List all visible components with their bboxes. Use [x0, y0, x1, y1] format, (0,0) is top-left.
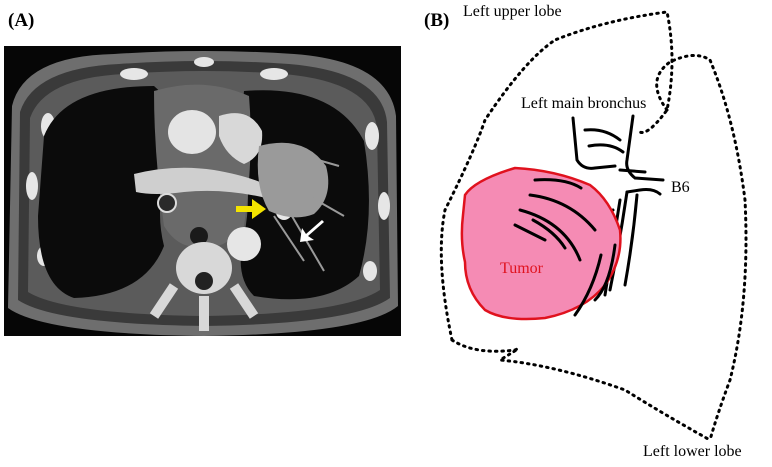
lung-outline [439, 10, 674, 342]
lower-lobe-label: Left lower lobe [643, 443, 742, 460]
yellow-arrow-icon [236, 199, 266, 219]
lung-schematic-diagram: Left upper lobe Left main bronchus B6 Tu… [405, 0, 772, 462]
segment-b6-label: B6 [671, 179, 690, 196]
tumor-label: Tumor [500, 260, 544, 277]
white-arrow-icon [300, 220, 324, 242]
panel-b-label: (B) [424, 10, 450, 31]
upper-lobe-label: Left upper lobe [463, 3, 562, 20]
panel-a-label: (A) [8, 10, 35, 31]
main-bronchus-label: Left main bronchus [521, 95, 646, 112]
ct-scan-image [4, 46, 401, 336]
